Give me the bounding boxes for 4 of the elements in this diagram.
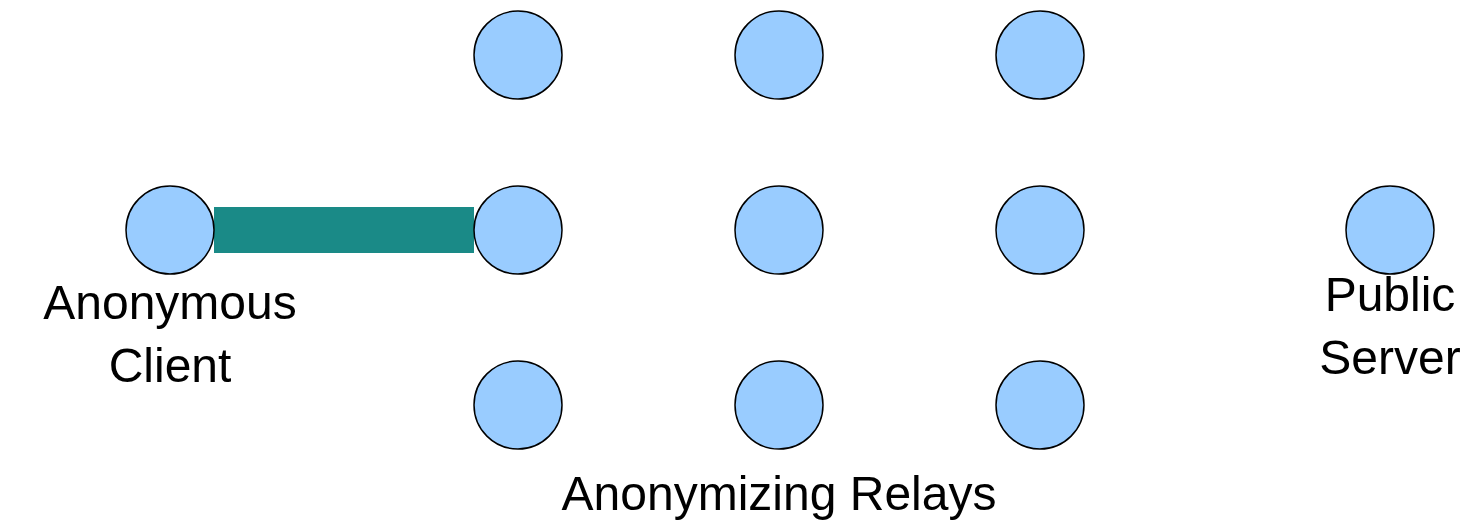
node-label: Public Server	[1318, 267, 1462, 386]
node-label: Anonymous Client	[42, 275, 298, 394]
connector-bar	[214, 207, 474, 253]
group-label: Anonymizing Relays	[561, 466, 997, 522]
